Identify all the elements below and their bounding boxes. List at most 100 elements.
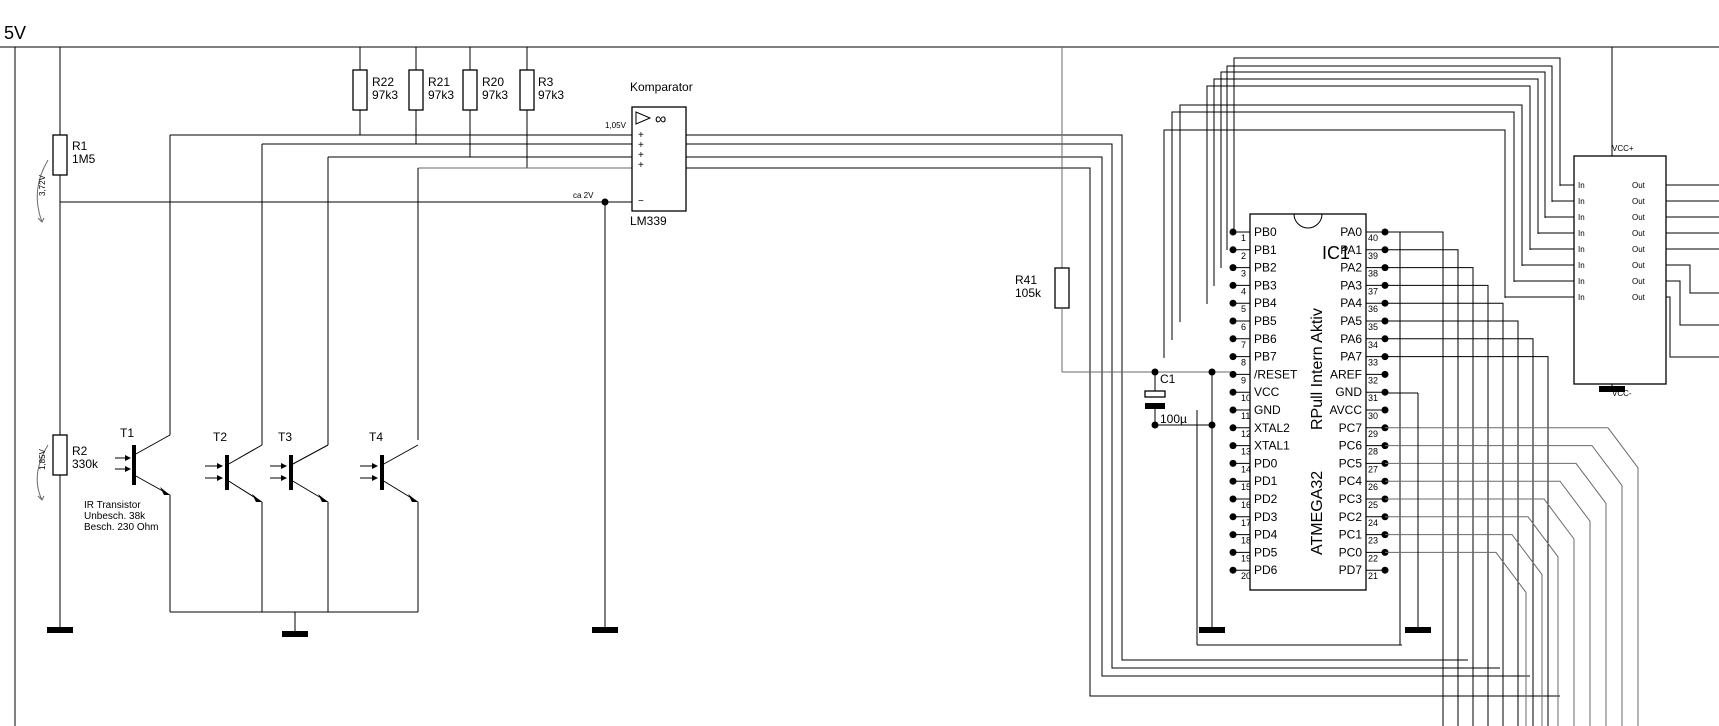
supply-label: 5V [4, 23, 26, 43]
pin-number: 37 [1368, 286, 1378, 296]
comparator-part: LM339 [630, 214, 667, 228]
mcu-pullup-note: RPull Intern Aktiv [1309, 308, 1326, 430]
t4-label: T4 [369, 430, 383, 444]
capacitor-c1 [1144, 390, 1166, 398]
pin-name: PD7 [1339, 563, 1363, 577]
pin-number: 18 [1241, 536, 1251, 546]
pin-name: PB7 [1254, 350, 1277, 364]
driver-in-label: In [1578, 245, 1585, 254]
pin-number: 14 [1241, 464, 1251, 474]
pin-number: 39 [1368, 251, 1378, 261]
pin-number: 7 [1241, 340, 1246, 350]
driver-chip [1573, 155, 1667, 385]
pin-number: 29 [1368, 429, 1378, 439]
resistor-r41 [1054, 267, 1070, 309]
pin-name: PA7 [1340, 350, 1362, 364]
resistor-r22 [352, 69, 368, 111]
pin-number: 4 [1241, 286, 1246, 296]
pin-name: PD3 [1254, 510, 1278, 524]
pin-number: 2 [1241, 251, 1246, 261]
pin-number: 40 [1368, 233, 1378, 243]
driver-out-label: Out [1632, 197, 1646, 206]
pin-number: 27 [1368, 464, 1378, 474]
driver-vcc-plus: VCC+ [1612, 144, 1634, 153]
pin-name: PD5 [1254, 545, 1278, 559]
pin-name: PD4 [1254, 528, 1278, 542]
c1-value: 100µ [1160, 412, 1187, 426]
pin-number: 24 [1368, 518, 1378, 528]
plus-sign: + [638, 150, 644, 161]
pin-number: 28 [1368, 447, 1378, 457]
transistor-t4 [360, 444, 419, 503]
pin-number: 16 [1241, 500, 1251, 510]
ground-symbol [282, 631, 308, 637]
pin-number: 6 [1241, 322, 1246, 332]
r1-voltage: 3,72V [38, 174, 47, 196]
r21-name: R21 [428, 75, 450, 89]
pin-number: 17 [1241, 518, 1251, 528]
pin-name: PA1 [1340, 243, 1362, 257]
plus-sign: + [638, 160, 644, 171]
driver-out-label: Out [1632, 261, 1646, 270]
pin-number: 22 [1368, 553, 1378, 563]
pin-name: PB2 [1254, 261, 1277, 275]
pin-number: 36 [1368, 304, 1378, 314]
port-bus-lines [1385, 231, 1639, 726]
r2-voltage: 1,85V [38, 448, 47, 470]
pin-name: PB4 [1254, 296, 1277, 310]
mcu-atmega32 [1249, 213, 1367, 591]
voltage-arrow-r2 [36, 444, 49, 501]
pin-name: PB3 [1254, 278, 1277, 292]
plus-sign: + [638, 130, 644, 141]
pin-number: 23 [1368, 536, 1378, 546]
ground-symbol [47, 627, 73, 633]
pin-name: PC6 [1339, 439, 1363, 453]
driver-in-label: In [1578, 181, 1585, 190]
pin-number: 10 [1241, 393, 1251, 403]
pin-number: 38 [1368, 269, 1378, 279]
driver-in-label: In [1578, 213, 1585, 222]
comparator-lm339 [631, 106, 687, 212]
t3-label: T3 [278, 430, 292, 444]
pin-name: PA6 [1340, 332, 1362, 346]
r2-name: R2 [72, 444, 88, 458]
mcu-name: IC1 [1322, 243, 1350, 263]
pin-name: PB6 [1254, 332, 1277, 346]
opamp-triangle-icon [635, 111, 652, 125]
pin-name: PA0 [1340, 225, 1362, 239]
pin-name: PC2 [1339, 510, 1363, 524]
pin-number: 35 [1368, 322, 1378, 332]
r1-value: 1M5 [72, 152, 96, 166]
pin-name: PD1 [1254, 474, 1278, 488]
driver-out-label: Out [1632, 245, 1646, 254]
comparator-title: Komparator [630, 80, 693, 94]
pin-number: 9 [1241, 375, 1246, 385]
c1-name: C1 [1160, 372, 1176, 386]
r20-value: 97k3 [482, 88, 508, 102]
pin-number: 32 [1368, 375, 1378, 385]
driver-out-label: Out [1632, 293, 1646, 302]
pin-number: 26 [1368, 482, 1378, 492]
pin-number: 30 [1368, 411, 1378, 421]
minus-sign: − [638, 196, 644, 207]
mcu-part: ATMEGA32 [1309, 471, 1326, 555]
driver-in-label: In [1578, 277, 1585, 286]
pin-name: PA3 [1340, 278, 1362, 292]
ground-symbol [1599, 386, 1625, 392]
pin-number: 31 [1368, 393, 1378, 403]
pin-name: XTAL1 [1254, 439, 1290, 453]
ground-symbol [592, 627, 618, 633]
r41-name: R41 [1015, 273, 1037, 287]
pin-number: 11 [1241, 411, 1250, 421]
pin-number: 8 [1241, 358, 1246, 368]
pin-name: PC3 [1339, 492, 1363, 506]
pin-name: PC0 [1339, 545, 1363, 559]
pin-name: AREF [1330, 367, 1362, 381]
pin-number: 12 [1241, 429, 1251, 439]
pin-number: 3 [1241, 269, 1246, 279]
pin-number: 15 [1241, 482, 1251, 492]
r22-value: 97k3 [372, 88, 398, 102]
driver-out-label: Out [1632, 277, 1646, 286]
